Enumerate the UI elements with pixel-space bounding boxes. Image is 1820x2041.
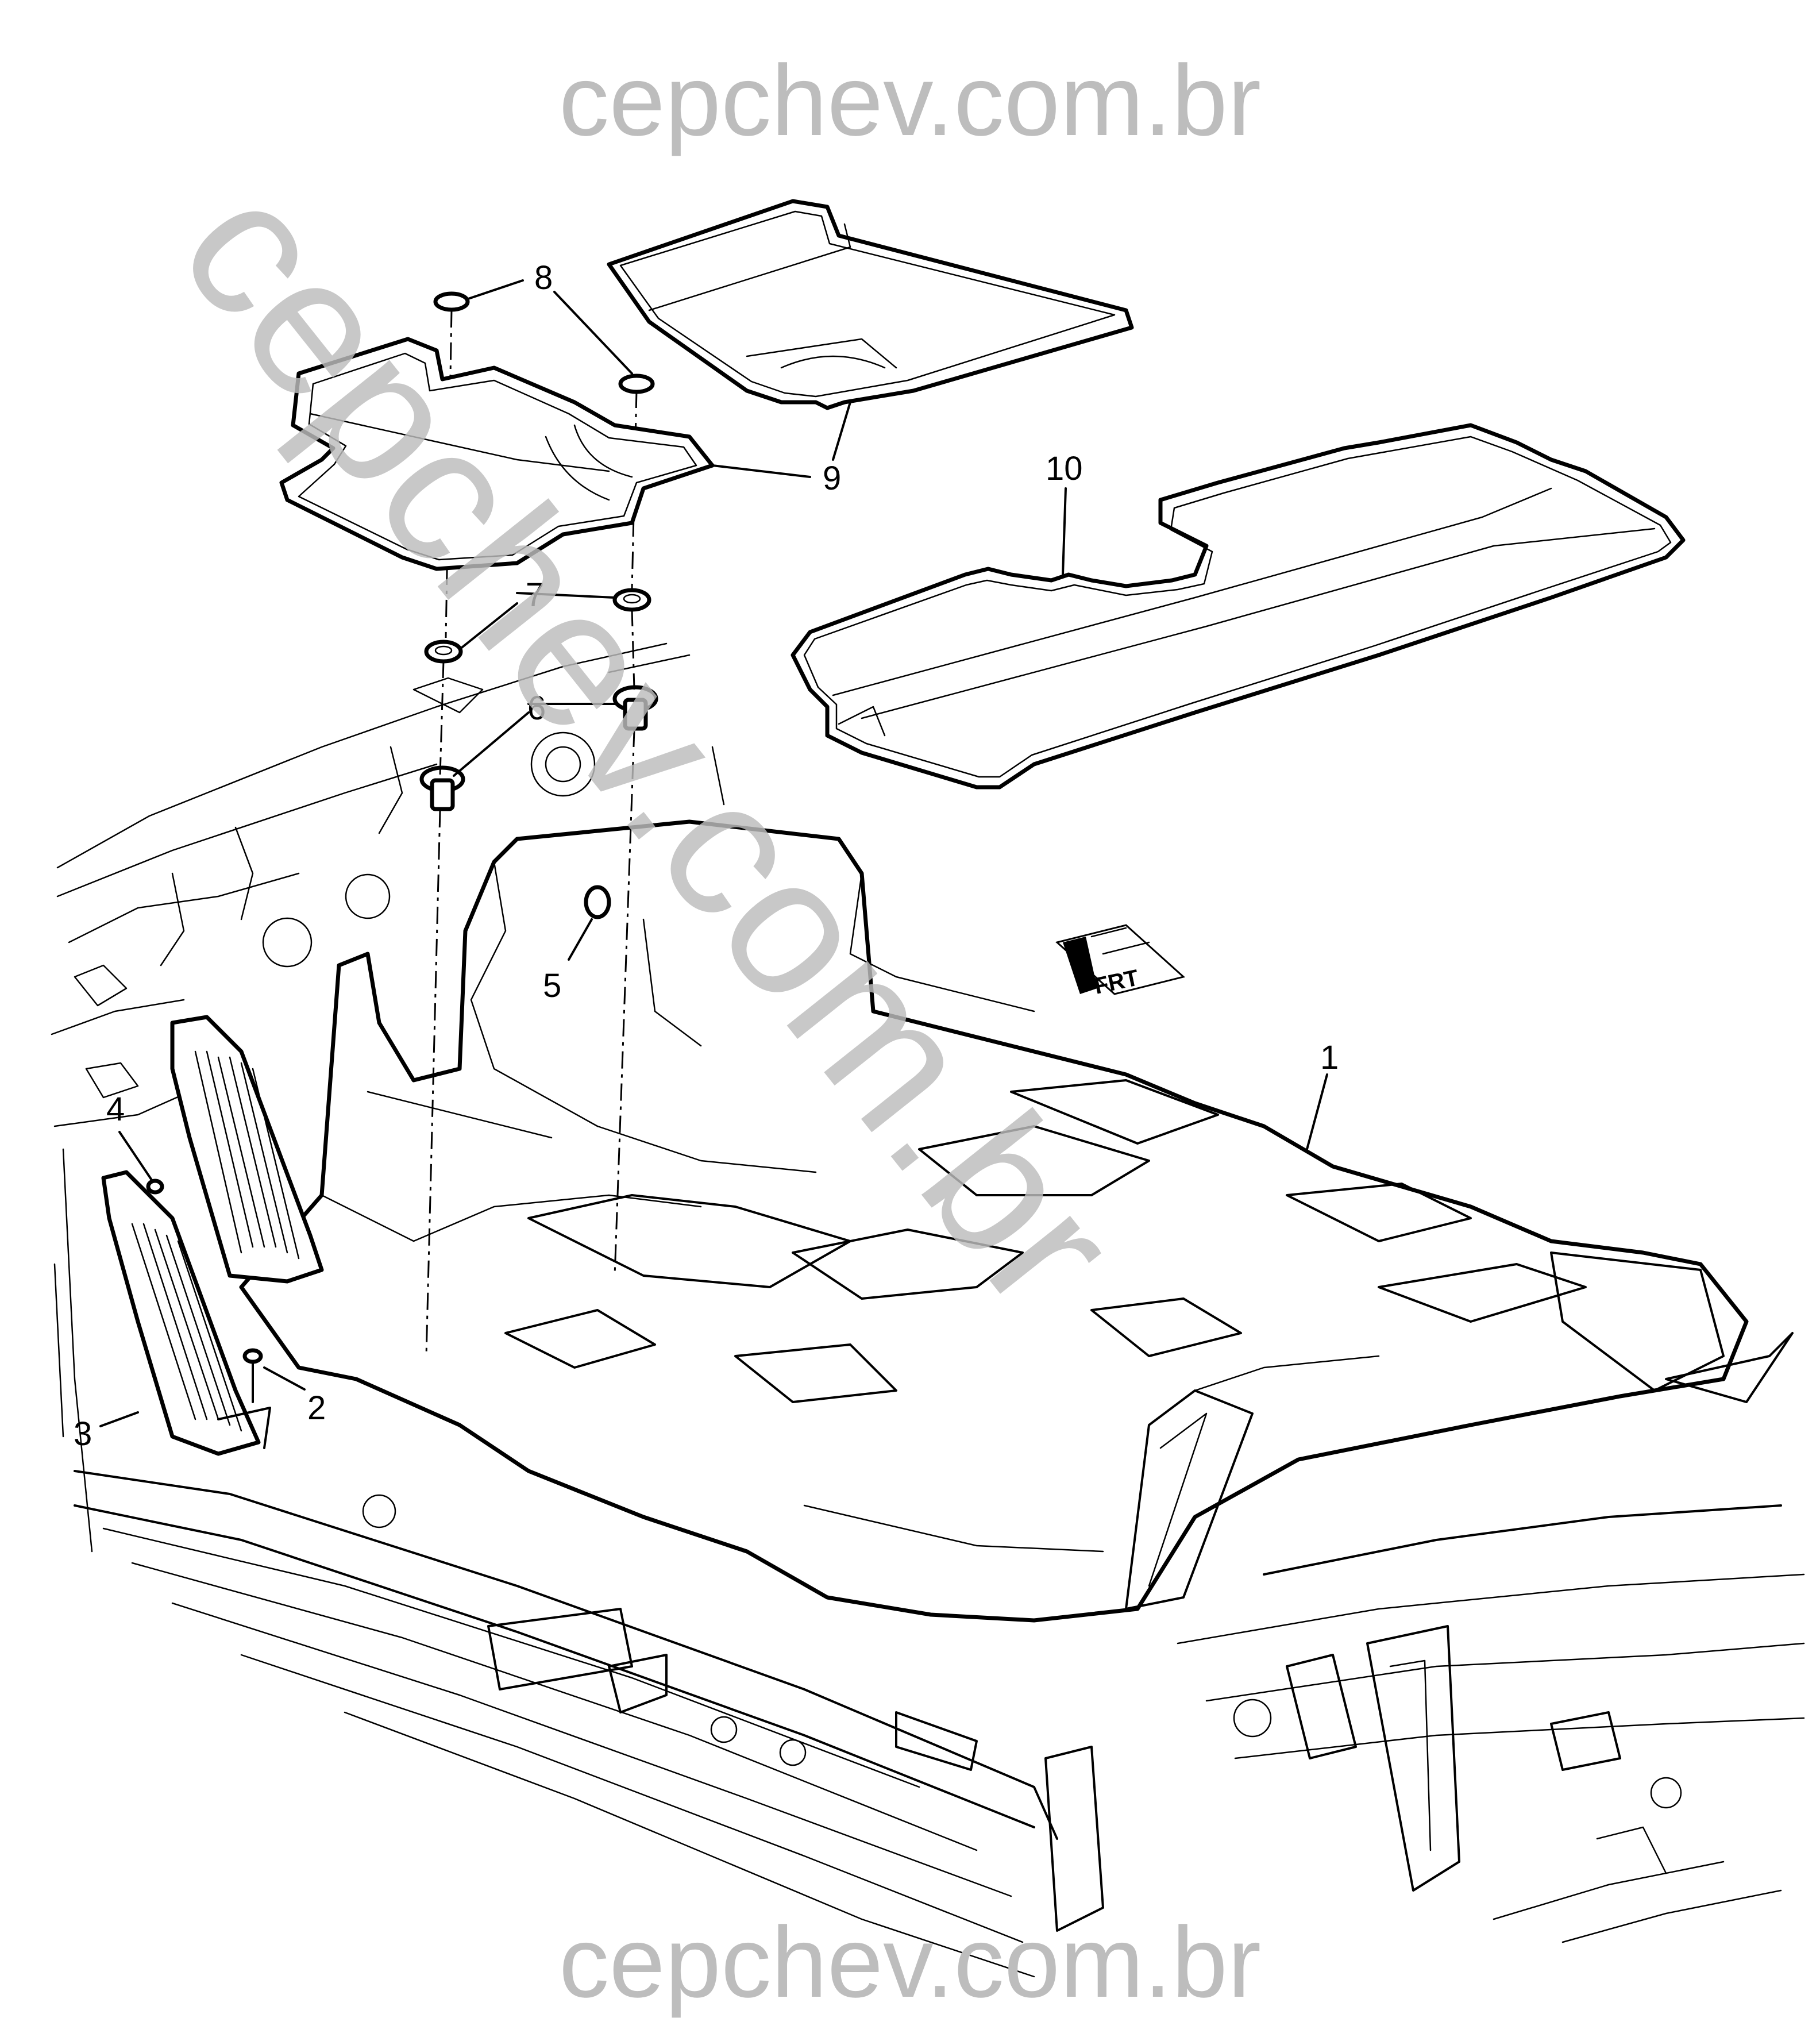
- callout-10: 10: [1046, 450, 1083, 487]
- clip-part-4: [146, 1179, 164, 1195]
- fastener-part-6-left: [419, 765, 465, 811]
- callout-3: 3: [74, 1415, 92, 1453]
- callout-5: 5: [543, 967, 561, 1004]
- callout-9: 9: [823, 460, 841, 497]
- fastener-part-6-right: [612, 685, 658, 731]
- watermark-bottom: cepchev.com.br: [559, 1907, 1261, 2019]
- watermark-top: cepchev.com.br: [559, 45, 1261, 157]
- callout-7: 7: [526, 576, 544, 614]
- callout-8: 8: [534, 259, 553, 296]
- callout-4: 4: [106, 1091, 125, 1128]
- retainer-part-8-right: [618, 373, 655, 394]
- sill-cover-part-3: [170, 1015, 324, 1284]
- callout-6: 6: [527, 690, 546, 727]
- leader-lines: [99, 279, 1328, 1427]
- front-floor-mat-left-part-9: [279, 337, 715, 571]
- callouts: 1 2 3 4 5 6 7 8 9 10: [74, 259, 1339, 1453]
- grommet-part-5: [584, 885, 611, 919]
- floor-carpet-part-1: [239, 819, 1794, 1623]
- retainer-part-2: [242, 1348, 263, 1403]
- retainer-part-8-left: [433, 291, 470, 312]
- retainer-part-7-right: [612, 588, 651, 612]
- front-direction-arrow: FRT: [1055, 924, 1186, 999]
- sill-cover-part-3-front: [101, 1170, 271, 1456]
- callout-1: 1: [1320, 1039, 1339, 1076]
- rear-floor-mat-part-10: [791, 423, 1686, 790]
- vehicle-body-structure: [51, 642, 1805, 1978]
- callout-2: 2: [307, 1389, 326, 1427]
- front-floor-mat-right-part-9: [607, 199, 1134, 410]
